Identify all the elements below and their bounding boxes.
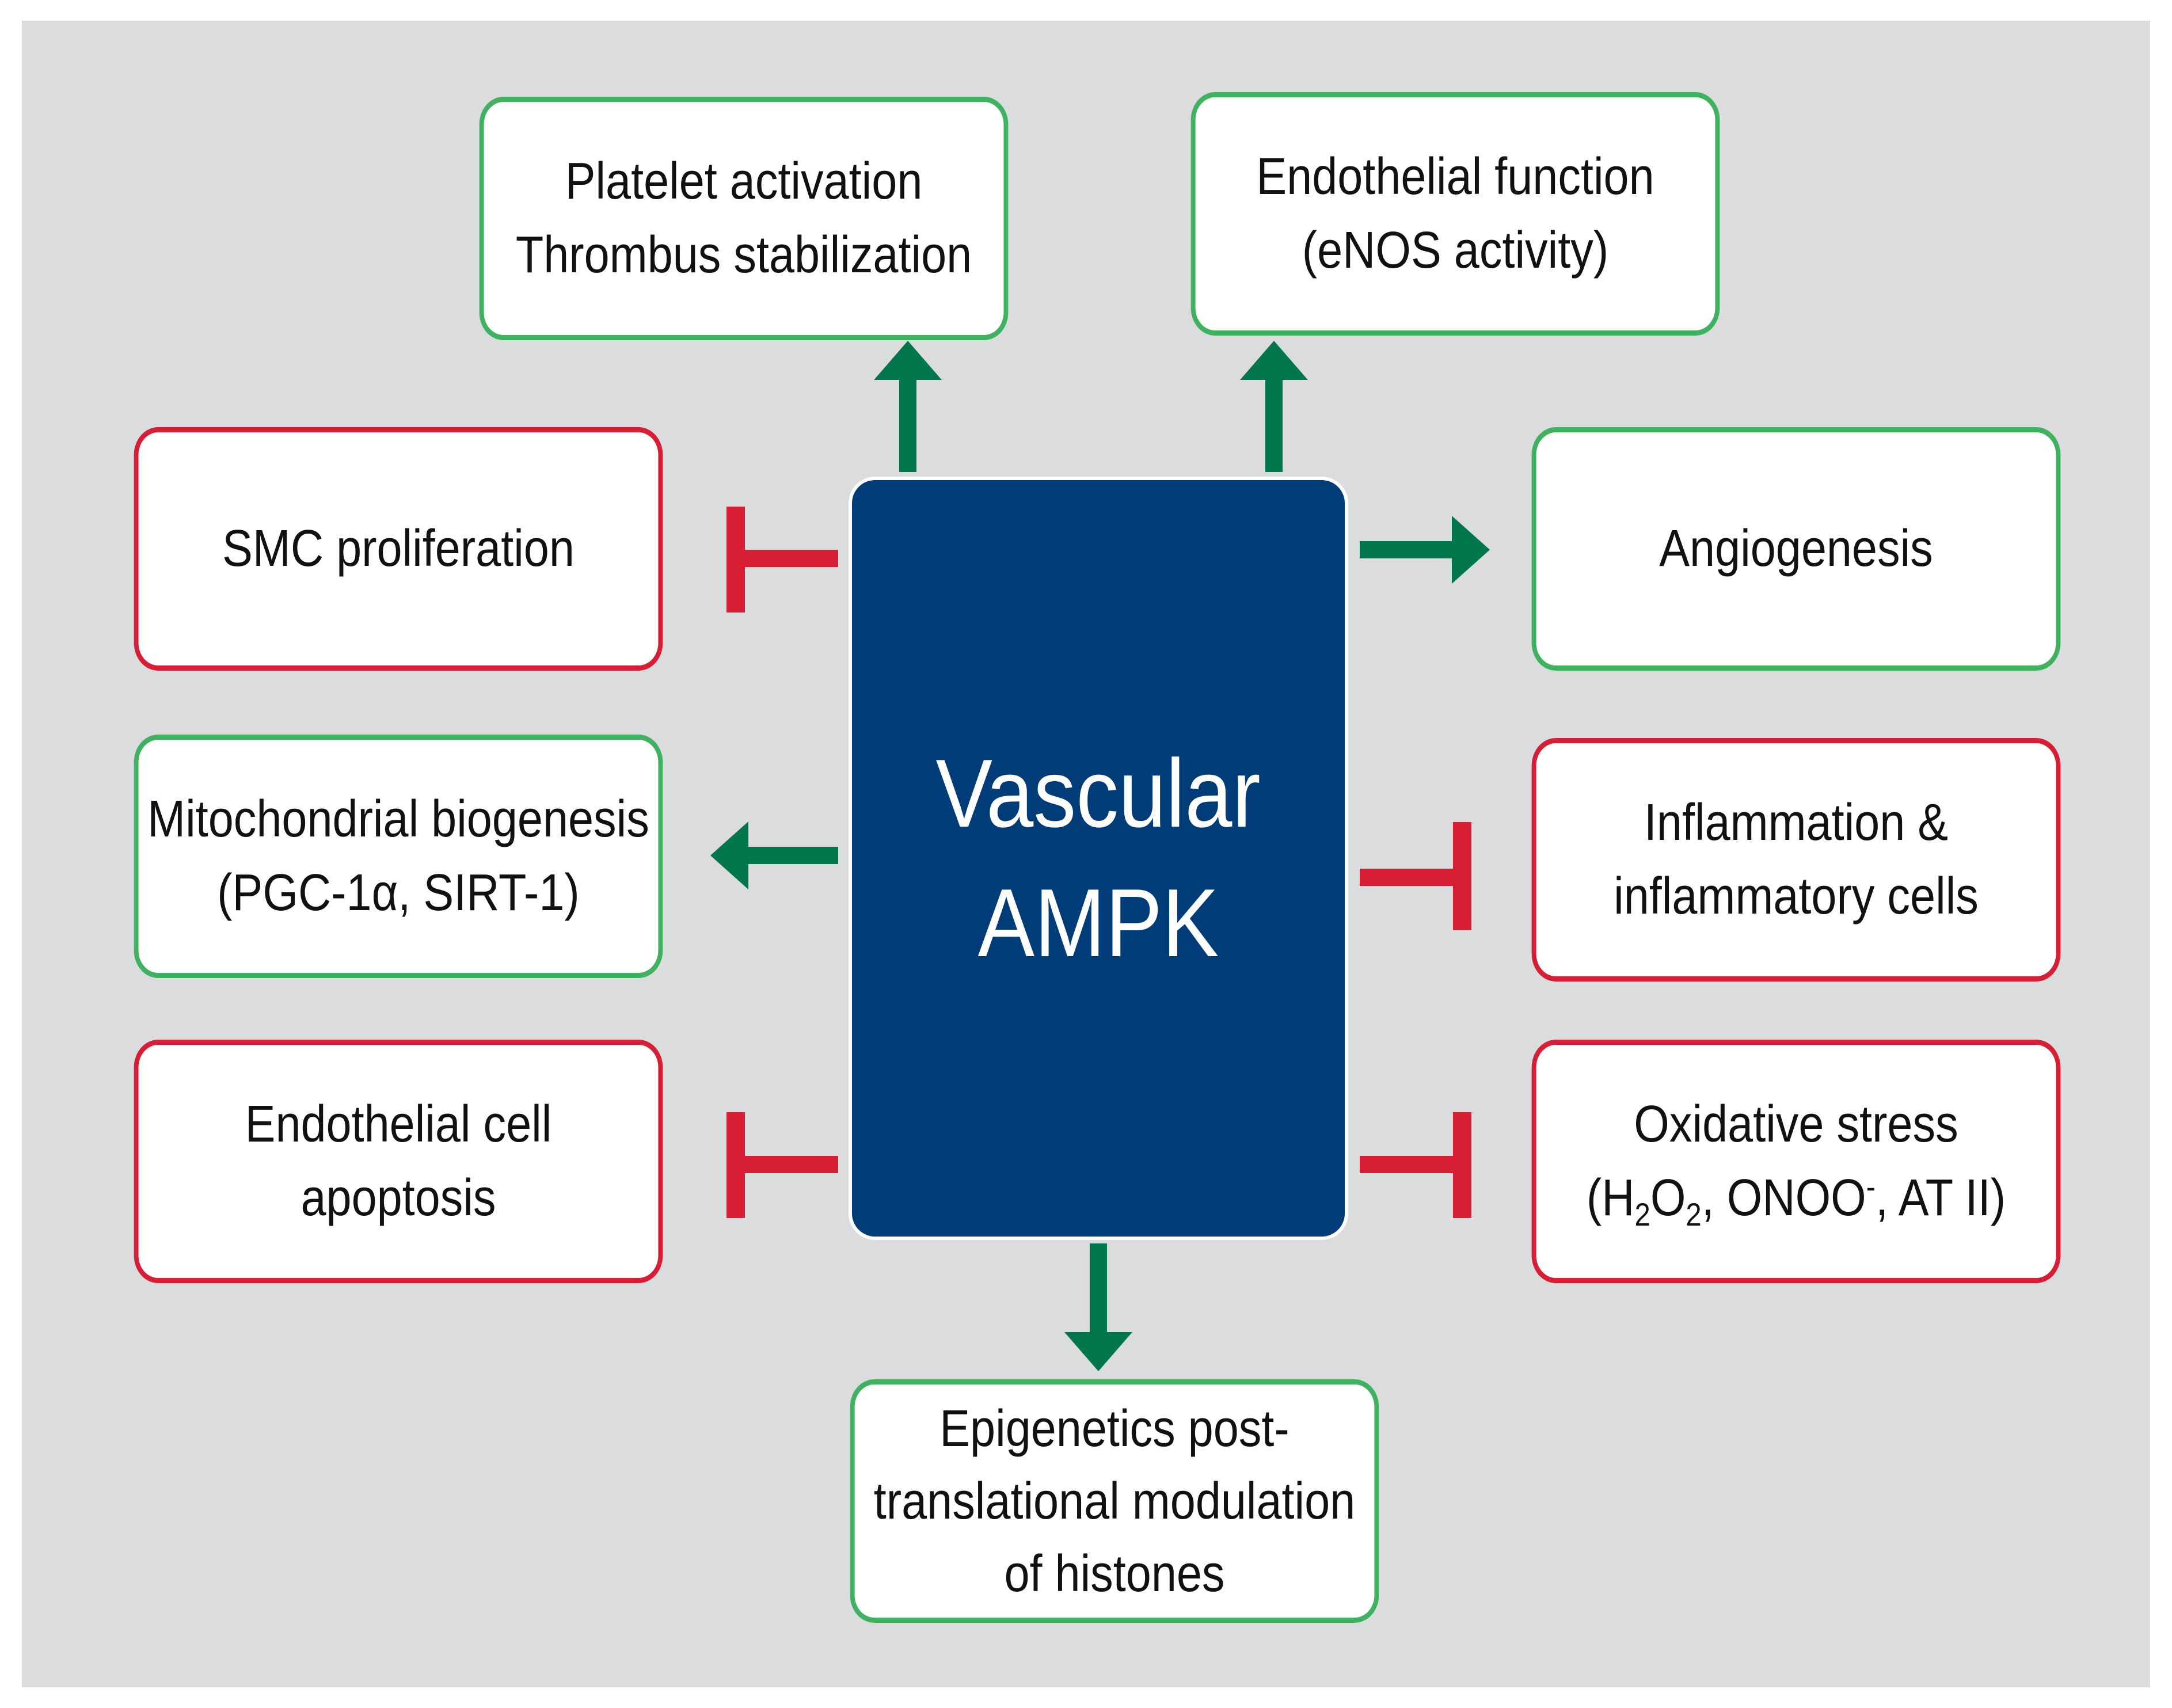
inflammation-box: Inflammation & inflammatory cells xyxy=(1531,738,2061,982)
arrow-to-mitochondrial xyxy=(710,821,838,889)
oxidative-stress-box: Oxidative stress (H2O2, ONOO-, AT II) xyxy=(1531,1040,2061,1283)
inflammation-line-2: inflammatory cells xyxy=(1614,867,1979,925)
oxidative-sup: - xyxy=(1866,1167,1876,1204)
mitochondrial-biogenesis-box: Mitochondrial biogenesis (PGC-1α, SIRT-1… xyxy=(134,735,663,978)
angiogenesis-line-1: Angiogenesis xyxy=(1659,519,1933,577)
inhibit-inflammation xyxy=(1360,822,1471,930)
mitochondrial-line-2-b: , SIRT-1) xyxy=(398,863,580,922)
endothelial-function-box: Endothelial function (eNOS activity) xyxy=(1190,92,1720,336)
angiogenesis-box: Angiogenesis xyxy=(1531,427,2061,671)
smc-proliferation-box: SMC proliferation xyxy=(134,427,663,671)
oxidative-end: , AT II) xyxy=(1876,1169,2006,1227)
oxidative-line-2: (H2O2, ONOO-, AT II) xyxy=(1587,1162,2006,1235)
vascular-ampk-box: Vascular AMPK xyxy=(849,477,1348,1240)
epigenetics-box: Epigenetics post- translational modulati… xyxy=(850,1379,1379,1623)
mitochondrial-line-2: (PGC-1α, SIRT-1) xyxy=(217,857,580,930)
arrow-to-angiogenesis xyxy=(1360,516,1490,584)
smc-line-1: SMC proliferation xyxy=(222,519,575,577)
center-title-line-2: AMPK xyxy=(977,869,1219,977)
oxidative-open: (H xyxy=(1586,1169,1635,1227)
apoptosis-line-1: Endothelial cell xyxy=(245,1095,552,1153)
arrow-to-endothelial-function xyxy=(1240,341,1308,472)
oxidative-line-1: Oxidative stress xyxy=(1634,1095,1958,1153)
inhibit-oxidative xyxy=(1360,1112,1471,1218)
epigenetics-line-1: Epigenetics post- xyxy=(939,1399,1289,1458)
endothelial-function-line-2: (eNOS activity) xyxy=(1302,221,1609,279)
oxidative-mid: , ONOO xyxy=(1701,1169,1866,1227)
oxidative-o: O xyxy=(1650,1169,1686,1227)
oxidative-sub-1: 2 xyxy=(1634,1196,1650,1233)
inhibit-apoptosis xyxy=(726,1112,838,1218)
arrow-to-platelet xyxy=(874,341,942,472)
center-title-line-1: Vascular xyxy=(935,739,1261,847)
inflammation-line-1: Inflammation & xyxy=(1644,793,1949,851)
epigenetics-line-2: translational modulation xyxy=(873,1472,1356,1530)
platelet-activation-box: Platelet activation Thrombus stabilizati… xyxy=(479,97,1009,340)
mitochondrial-line-1: Mitochondrial biogenesis xyxy=(147,790,649,848)
oxidative-sub-2: 2 xyxy=(1686,1196,1702,1233)
arrow-to-epigenetics xyxy=(1064,1243,1132,1371)
mitochondrial-line-2-a: (PGC-1 xyxy=(217,863,372,922)
platelet-line-2: Thrombus stabilization xyxy=(515,226,972,284)
alpha-symbol: α xyxy=(371,863,398,922)
endothelial-function-line-1: Endothelial function xyxy=(1256,147,1654,206)
platelet-line-1: Platelet activation xyxy=(565,152,923,210)
apoptosis-line-2: apoptosis xyxy=(300,1169,496,1227)
endothelial-apoptosis-box: Endothelial cell apoptosis xyxy=(134,1040,663,1283)
epigenetics-line-3: of histones xyxy=(1004,1545,1225,1603)
inhibit-smc xyxy=(726,507,838,613)
